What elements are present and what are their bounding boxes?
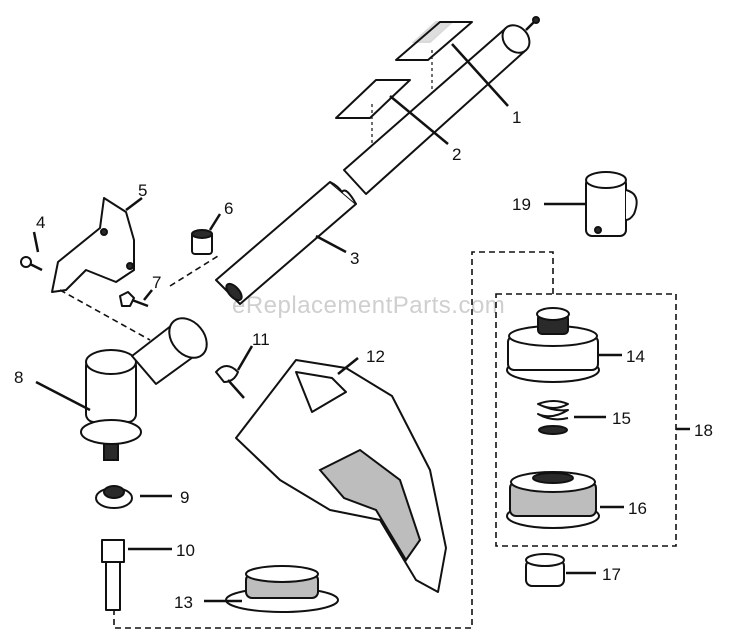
assembly-outline-outer: [113, 251, 554, 629]
lower-shaft: [215, 181, 357, 305]
retaining-nut: [525, 553, 565, 587]
callout-1: 1: [512, 108, 521, 127]
callout-8: 8: [14, 368, 23, 387]
callout-10: 10: [176, 541, 195, 560]
callout-17: 17: [602, 565, 621, 584]
decal-label-upper: [395, 21, 473, 61]
callout-13: 13: [174, 593, 193, 612]
trimmer-base: [225, 565, 339, 613]
callout-9: 9: [180, 488, 189, 507]
debris-guard: [235, 359, 447, 593]
watermark-text: eReplacementParts.com: [232, 292, 505, 319]
callout-3: 3: [350, 249, 359, 268]
callout-6: 6: [224, 199, 233, 218]
line-spool: [506, 471, 600, 529]
drive-adapter: [95, 485, 133, 509]
gear-head-assembly: [80, 317, 208, 461]
callout-14: 14: [626, 347, 645, 366]
spool-cover: [506, 307, 600, 383]
bump-knob-holder: [585, 171, 638, 237]
callout-2: 2: [452, 145, 461, 164]
spindle-bolt: [101, 539, 125, 611]
callout-16: 16: [628, 499, 647, 518]
upper-shaft: [343, 16, 540, 195]
callout-12: 12: [366, 347, 385, 366]
callout-4: 4: [36, 213, 45, 232]
callout-7: 7: [152, 273, 161, 292]
callout-19: 19: [512, 195, 531, 214]
screw-lower: [119, 291, 149, 308]
callout-18: 18: [694, 421, 713, 440]
spool-spring: [537, 400, 569, 435]
mounting-bracket: [51, 197, 135, 293]
wing-knob: [215, 365, 245, 399]
callout-15: 15: [612, 409, 631, 428]
spacer-bushing: [191, 229, 213, 255]
assembly-outline-inner: [495, 293, 677, 547]
callout-11: 11: [252, 330, 270, 349]
screw-upper: [20, 256, 43, 272]
callout-5: 5: [138, 181, 147, 200]
decal-label-lower: [335, 79, 411, 119]
